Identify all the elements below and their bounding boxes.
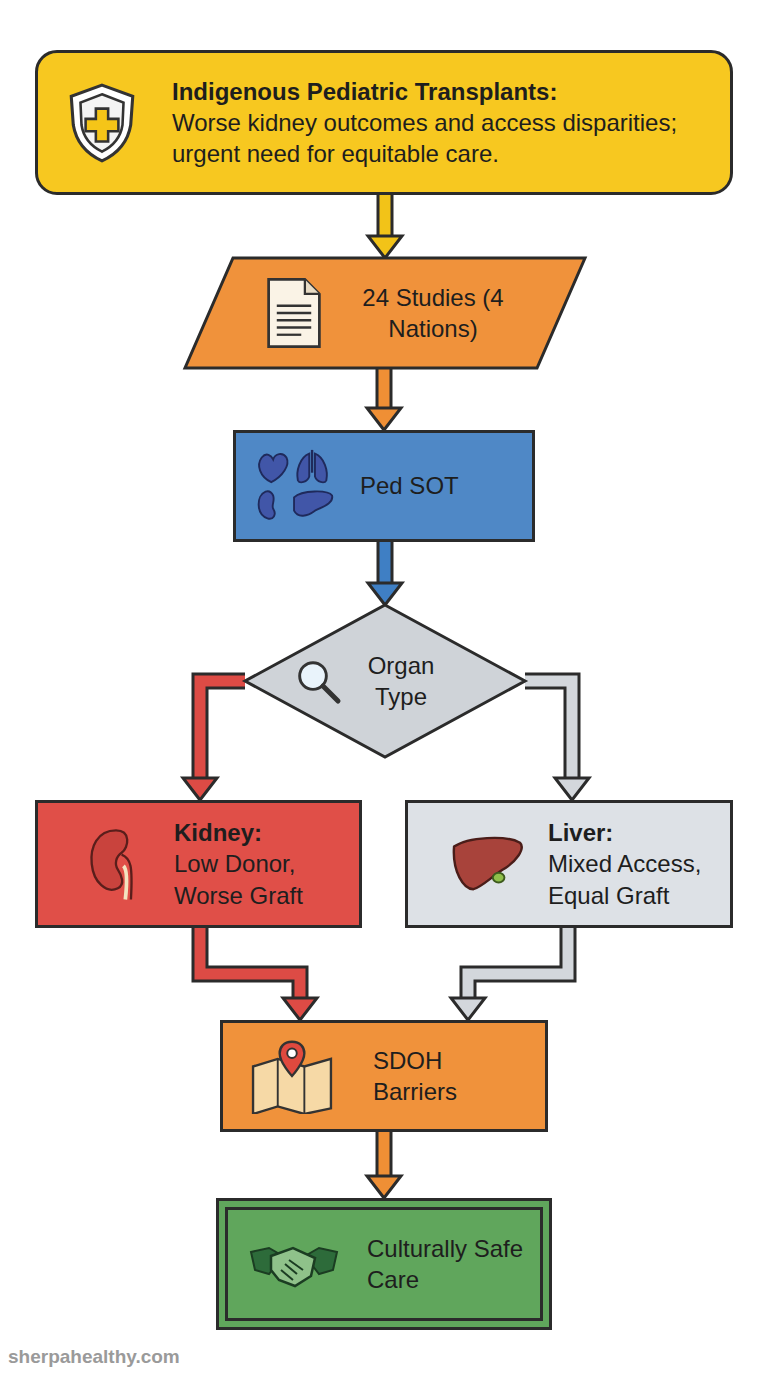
process-box: Kidney:Low Donor, Worse Graft — [35, 800, 362, 928]
flow-arrow — [183, 681, 245, 800]
node-label: 24 Studies (4 Nations) — [353, 282, 513, 344]
arrow-shaft — [380, 195, 391, 238]
decision-diamond: Organ Type — [245, 605, 525, 757]
arrow-head — [283, 998, 317, 1020]
node-label: Organ Type — [351, 650, 451, 712]
process-box: Ped SOT — [233, 430, 535, 542]
watermark: sherpahealthy.com — [8, 1346, 180, 1368]
node-icon — [448, 833, 526, 895]
process-box: Liver:Mixed Access, Equal Graft — [405, 800, 733, 928]
text-column: Kidney:Low Donor, Worse Graft — [174, 817, 345, 911]
data-parallelogram: 24 Studies (4 Nations) — [185, 258, 585, 368]
node-label: Low Donor, Worse Graft — [174, 848, 345, 910]
arrow-outline — [525, 681, 572, 780]
arrow-shaft — [200, 928, 300, 1000]
node-icon — [252, 448, 338, 524]
arrow-head — [368, 236, 402, 258]
title-box: Indigenous Pediatric Transplants:Worse k… — [35, 50, 733, 195]
flow-arrow — [367, 1132, 401, 1198]
flow-arrow — [368, 195, 402, 258]
terminal-box: Culturally Safe Care — [216, 1198, 552, 1330]
flow-arrow — [525, 681, 589, 800]
arrow-outline — [377, 542, 394, 585]
node-icon — [293, 656, 343, 706]
arrow-shaft — [379, 1132, 390, 1178]
node-heading: Indigenous Pediatric Transplants: — [172, 76, 712, 107]
node-icon — [249, 1234, 339, 1294]
node-label: Culturally Safe Care — [367, 1233, 527, 1295]
text-column: Culturally Safe Care — [367, 1233, 527, 1295]
diamond-outline — [245, 605, 525, 757]
arrow-outline — [200, 681, 245, 780]
node-label: SDOH Barriers — [373, 1045, 531, 1107]
arrow-outline — [468, 928, 568, 1000]
text-column: Indigenous Pediatric Transplants:Worse k… — [172, 76, 712, 170]
arrow-shaft — [380, 542, 391, 585]
text-column: Organ Type — [351, 650, 451, 712]
node-icon — [249, 1038, 335, 1114]
flow-arrow — [368, 542, 402, 605]
flow-arrow — [367, 368, 401, 430]
node-label: Mixed Access, Equal Graft — [548, 848, 716, 910]
arrow-outline — [200, 928, 300, 1000]
node-icon — [265, 276, 323, 350]
arrow-shaft — [200, 681, 245, 780]
arrow-shaft — [379, 368, 390, 410]
node-icon — [66, 82, 138, 164]
node-label: Worse kidney outcomes and access dispari… — [172, 107, 712, 169]
process-box: SDOH Barriers — [220, 1020, 548, 1132]
text-column: 24 Studies (4 Nations) — [353, 282, 513, 344]
arrow-head — [367, 1176, 401, 1198]
node-heading: Kidney: — [174, 817, 345, 848]
flow-arrow — [200, 928, 317, 1020]
arrow-head — [367, 408, 401, 430]
arrow-head — [451, 998, 485, 1020]
node-label: Ped SOT — [360, 470, 510, 501]
text-column: Liver:Mixed Access, Equal Graft — [548, 817, 716, 911]
node-heading: Liver: — [548, 817, 716, 848]
node-icon — [88, 826, 144, 902]
flow-arrow — [451, 928, 568, 1020]
arrow-shaft — [468, 928, 568, 1000]
arrow-head — [368, 583, 402, 605]
arrow-shaft — [525, 681, 572, 780]
arrow-outline — [376, 1132, 393, 1178]
arrow-outline — [377, 195, 394, 238]
text-column: SDOH Barriers — [373, 1045, 531, 1107]
arrow-head — [183, 778, 217, 800]
arrow-head — [555, 778, 589, 800]
arrow-outline — [376, 368, 393, 410]
text-column: Ped SOT — [360, 470, 510, 501]
parallelogram-outline — [185, 258, 585, 368]
